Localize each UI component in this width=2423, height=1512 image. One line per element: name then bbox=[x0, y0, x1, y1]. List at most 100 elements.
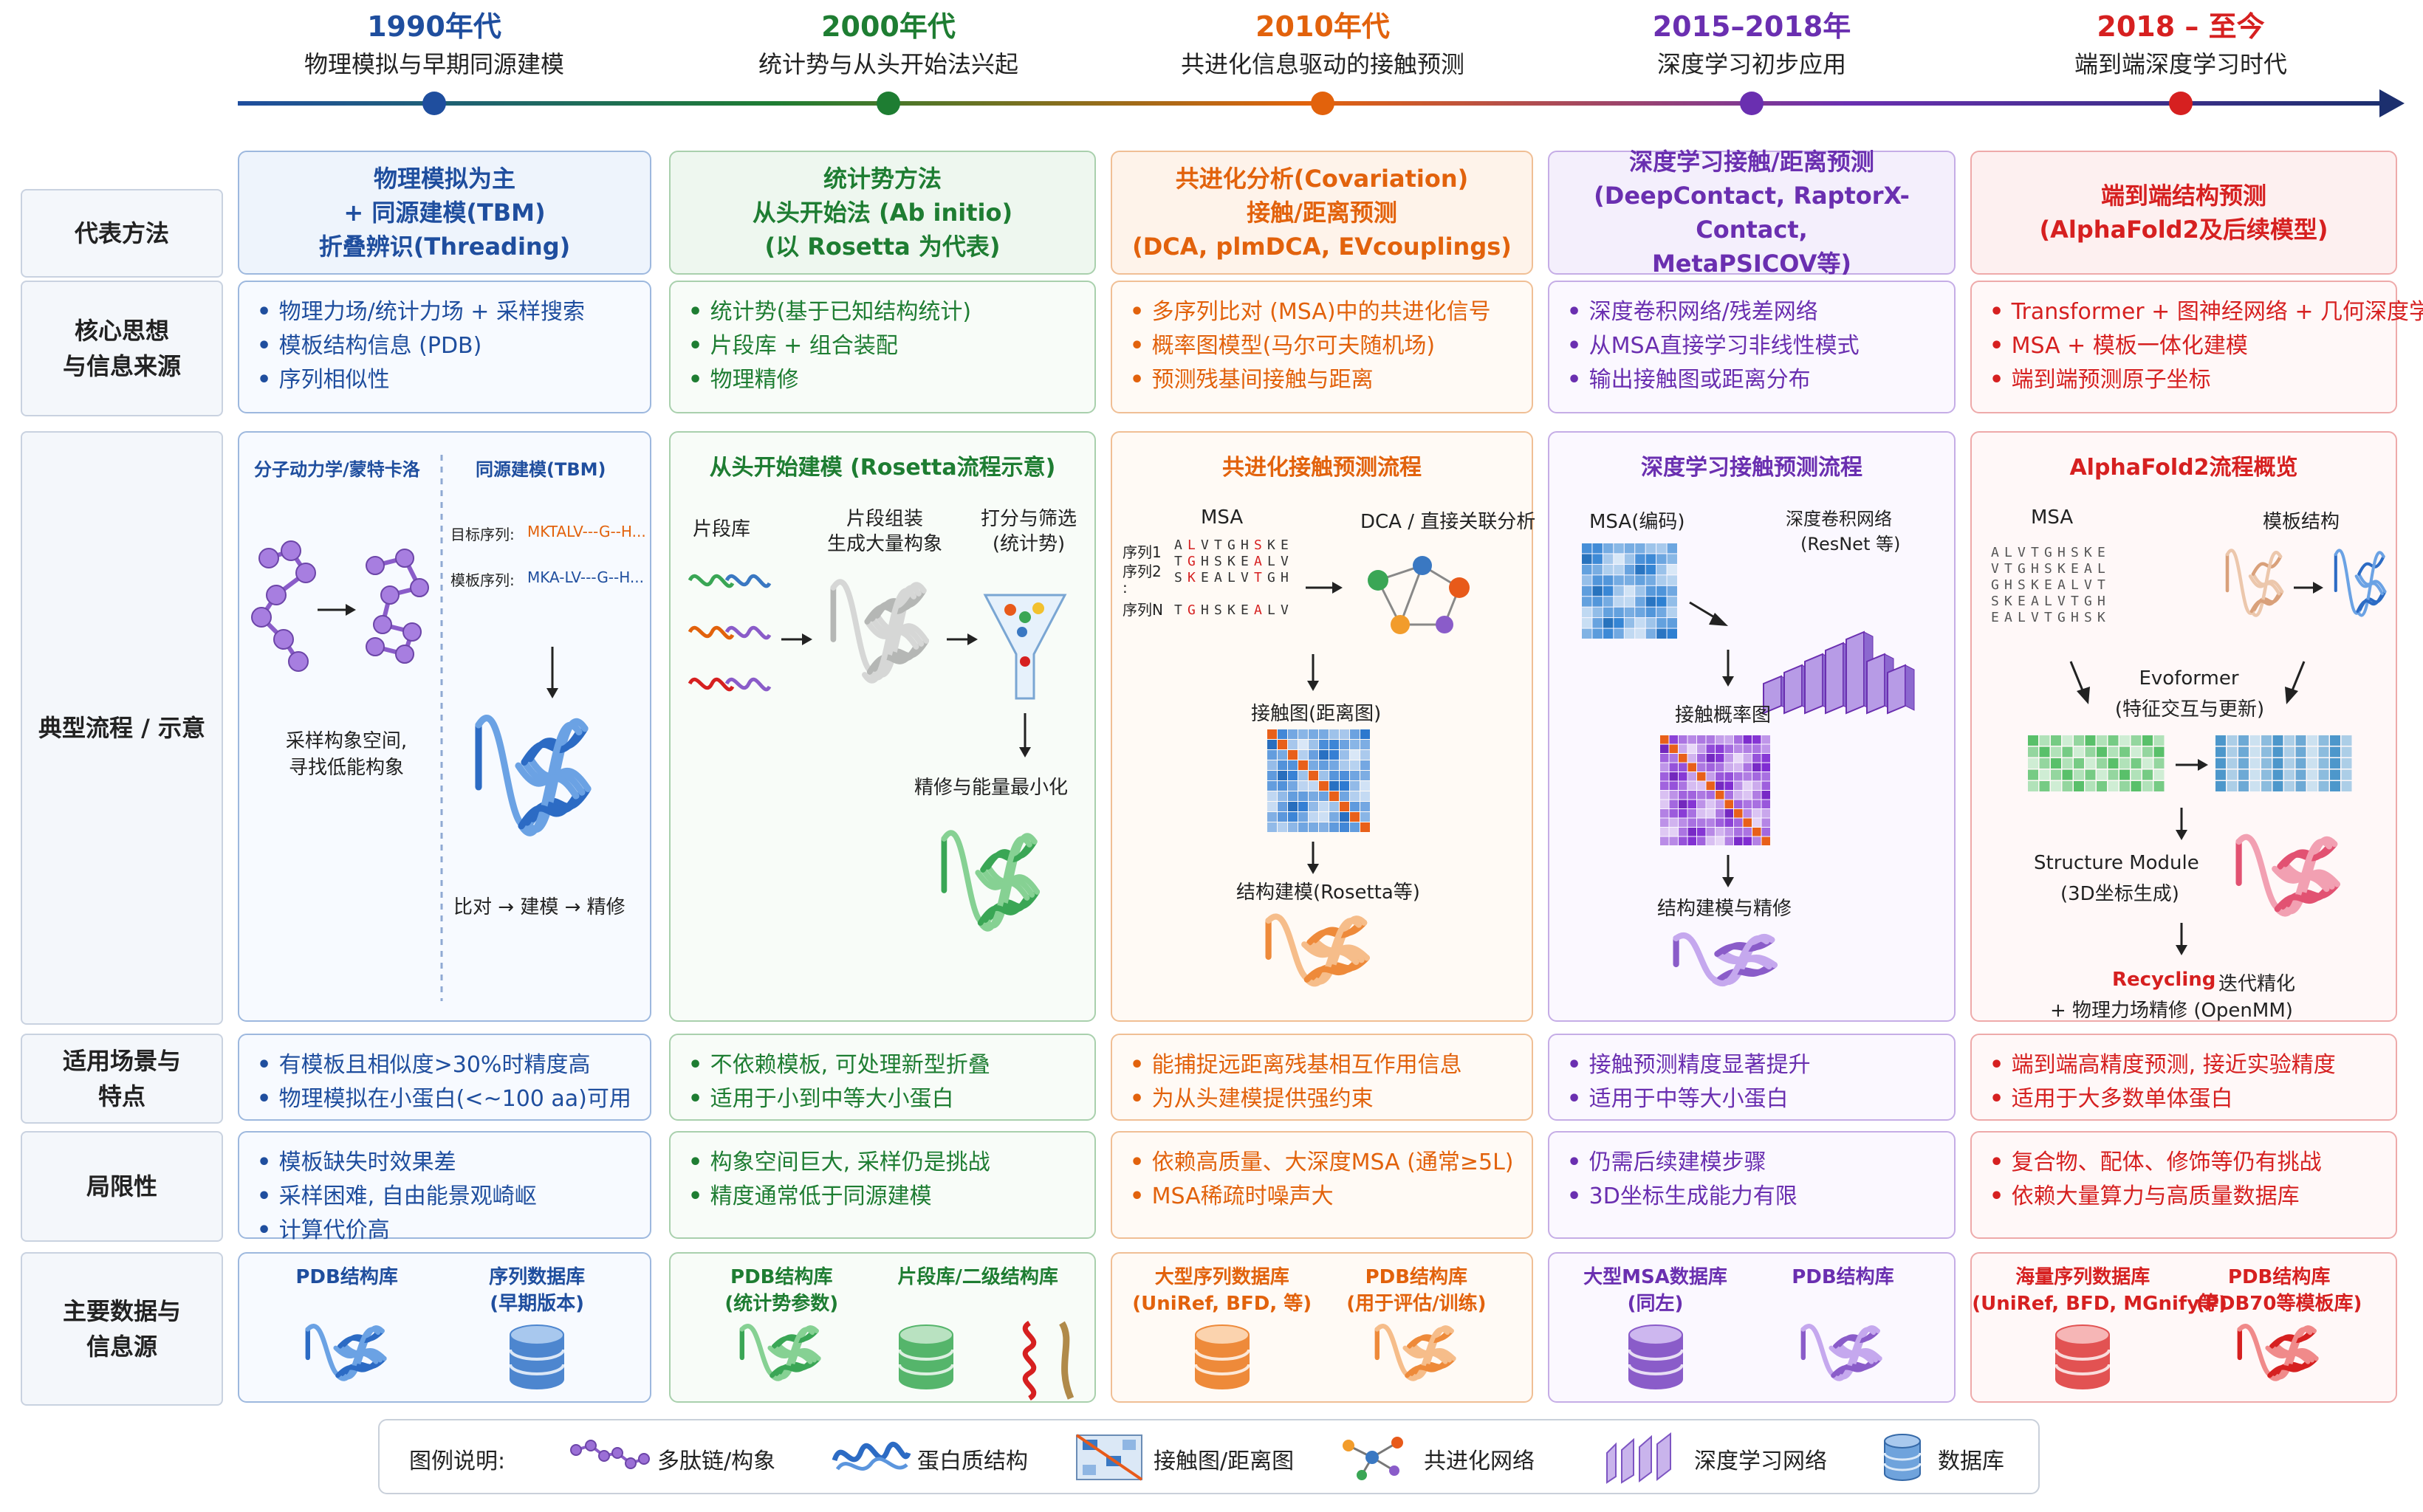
strand-icon bbox=[1059, 1321, 1075, 1400]
msa-label: MSA bbox=[1201, 506, 1244, 529]
svg-text:S: S bbox=[2084, 610, 2092, 625]
flow-title: 深度学习接触预测流程 bbox=[1641, 455, 1862, 481]
method-line: 深度学习接触/距离预测 bbox=[1629, 148, 1874, 176]
data-source-sub: (同左) bbox=[1627, 1293, 1684, 1315]
svg-text:A: A bbox=[2004, 610, 2012, 625]
arrow-down-icon bbox=[1722, 855, 1734, 887]
data-source-label: 大型序列数据库 bbox=[1154, 1266, 1289, 1288]
md-caption-2: 寻找低能构象 bbox=[288, 757, 404, 779]
svg-text:A: A bbox=[1214, 570, 1222, 585]
era-year: 1990年代 bbox=[367, 10, 501, 43]
limits-bullet: 构象空间巨大, 采样仍是挑战 bbox=[688, 1146, 1094, 1180]
svg-text:E: E bbox=[2018, 594, 2026, 609]
template-seq: MKA-LV---G--H... bbox=[527, 568, 645, 586]
arrow-down-icon bbox=[1307, 842, 1319, 874]
method-line: 接触/距离预测 bbox=[1247, 199, 1397, 227]
svg-text:E: E bbox=[1281, 537, 1289, 553]
deep-network-icon bbox=[1606, 1432, 1671, 1484]
cell-scenario: 接触预测精度显著提升适用于中等大小蛋白 bbox=[1548, 1034, 1956, 1121]
svg-text:V: V bbox=[1281, 554, 1289, 569]
helix-icon bbox=[1022, 1321, 1037, 1401]
evoformer-label-2: (特征交互与更新) bbox=[2114, 698, 2265, 721]
database-icon bbox=[1627, 1324, 1684, 1389]
core-bullet: 物理力场/统计力场 + 采样搜索 bbox=[257, 295, 650, 329]
cell-scenario: 能捕捉远距离残基相互作用信息为从头建模提供强约束 bbox=[1111, 1034, 1533, 1121]
cell-data: PDB结构库 (统计势参数)片段库/二级结构库 bbox=[669, 1252, 1096, 1403]
protein-structure-icon bbox=[739, 1324, 821, 1381]
data-source-sub: (UniRef, BFD, 等) bbox=[1132, 1293, 1312, 1315]
protein-structure-icon bbox=[941, 830, 1041, 932]
svg-text:K: K bbox=[2097, 610, 2105, 625]
svg-text:H: H bbox=[2057, 545, 2066, 560]
cell-limits: 模板缺失时效果差采样困难, 自由能景观崎岖计算代价高 bbox=[238, 1131, 651, 1243]
cell-scenario: 不依赖模板, 可处理新型折叠适用于小到中等大小蛋白 bbox=[669, 1034, 1096, 1121]
pair-representation-grid bbox=[2215, 735, 2352, 791]
prob-label: 接触概率图 bbox=[1675, 704, 1772, 726]
row-label-core: 核心思想 与信息来源 bbox=[21, 281, 223, 416]
seq-label: 序列N bbox=[1123, 601, 1163, 619]
svg-text:A: A bbox=[1254, 602, 1262, 618]
method-line: 物理模拟为主 bbox=[373, 165, 515, 193]
core-bullet: 统计势(基于已知结构统计) bbox=[688, 295, 1094, 329]
era-3: 2015–2018年 深度学习初步应用 bbox=[1545, 7, 1958, 81]
era-subtitle: 统计势与从头开始法兴起 bbox=[758, 50, 1018, 78]
scenario-bullet: 物理模拟在小蛋白(<~100 aa)可用 bbox=[257, 1082, 650, 1116]
svg-text:A: A bbox=[2057, 577, 2066, 593]
svg-text:A: A bbox=[1254, 554, 1262, 569]
assembly-label-2: 生成大量构象 bbox=[826, 533, 942, 555]
scenario-bullet: 不依赖模板, 可处理新型折叠 bbox=[688, 1048, 1094, 1082]
arrow-down-icon bbox=[546, 647, 558, 698]
era-year: 2015–2018年 bbox=[1652, 10, 1851, 43]
svg-text:L: L bbox=[2044, 594, 2052, 609]
cell-data: 大型MSA数据库 (同左) PDB结构库 bbox=[1548, 1252, 1956, 1403]
cell-core: 多序列比对 (MSA)中的共进化信号概率图模型(马尔可夫随机场)预测残基间接触与… bbox=[1111, 281, 1533, 413]
folded-chain-icon bbox=[366, 549, 429, 664]
svg-text:G: G bbox=[2084, 594, 2092, 609]
arrow-down-icon bbox=[2176, 923, 2187, 955]
cell-data: 大型序列数据库 (UniRef, BFD, 等) PDB结构库 (用于评估/训练… bbox=[1111, 1252, 1533, 1403]
scenario-bullet: 接触预测精度显著提升 bbox=[1567, 1048, 1954, 1082]
core-bullet: 片段库 + 组合装配 bbox=[688, 329, 1094, 363]
svg-text:A: A bbox=[1991, 545, 1999, 560]
core-bullet: 预测残基间接触与距离 bbox=[1130, 363, 1532, 397]
cell-core: 物理力场/统计力场 + 采样搜索模板结构信息 (PDB)序列相似性 bbox=[238, 281, 651, 413]
tbm-pipeline: 比对 → 建模 → 精修 bbox=[453, 896, 626, 918]
net-label-2: (ResNet 等) bbox=[1800, 534, 1901, 554]
cell-flow: 从头开始建模 (Rosetta流程示意) 片段库 片段组装 生成大量构象 打分与… bbox=[669, 431, 1096, 1022]
svg-text:L: L bbox=[1267, 602, 1275, 618]
method-line: (AlphaFold2及后续模型) bbox=[2039, 216, 2328, 244]
svg-text:H: H bbox=[2071, 610, 2079, 625]
svg-text:E: E bbox=[1241, 602, 1249, 618]
svg-text:H: H bbox=[1281, 570, 1289, 585]
arrow-icon bbox=[2285, 661, 2306, 704]
svg-text:G: G bbox=[1991, 577, 1999, 593]
cell-core: 统计势(基于已知结构统计)片段库 + 组合装配物理精修 bbox=[669, 281, 1096, 413]
method-line: (DCA, plmDCA, EVcouplings) bbox=[1132, 233, 1512, 261]
md-caption-1: 采样构象空间, bbox=[285, 730, 408, 752]
svg-text:T: T bbox=[1174, 554, 1182, 569]
limits-bullet: 模板缺失时效果差 bbox=[257, 1146, 650, 1180]
method-line: (DeepContact, RaptorX-Contact, bbox=[1594, 182, 1910, 244]
svg-text:L: L bbox=[2097, 561, 2105, 577]
svg-text:L: L bbox=[1187, 537, 1196, 553]
coevolution-network-icon bbox=[1343, 1437, 1403, 1480]
method-line: 共进化分析(Covariation) bbox=[1175, 165, 1469, 193]
cell-methods: 统计势方法从头开始法 (Ab initio)(以 Rosetta 为代表) bbox=[669, 151, 1096, 275]
row-label-scenario: 适用场景与 特点 bbox=[21, 1034, 223, 1124]
svg-text:K: K bbox=[1227, 554, 1236, 569]
svg-text:V: V bbox=[2057, 594, 2066, 609]
limits-bullet: 计算代价高 bbox=[257, 1214, 650, 1248]
database-icon bbox=[2054, 1324, 2111, 1389]
cell-core: Transformer + 图神经网络 + 几何深度学习MSA + 模板一体化建… bbox=[1970, 281, 2423, 413]
limits-bullet: 复合物、配体、修饰等仍有挑战 bbox=[1990, 1146, 2396, 1180]
protein-structure-icon bbox=[1374, 1324, 1456, 1381]
protein-structure-icon bbox=[1673, 932, 1778, 986]
row-label-flow: 典型流程 / 示意 bbox=[21, 431, 223, 1025]
database-icon bbox=[898, 1324, 955, 1389]
svg-text:L: L bbox=[1227, 570, 1236, 585]
svg-text:T: T bbox=[2097, 577, 2105, 593]
protein-structure-icon bbox=[1265, 913, 1370, 987]
core-bullet: Transformer + 图神经网络 + 几何深度学习 bbox=[1990, 295, 2423, 329]
core-bullet: 输出接触图或距离分布 bbox=[1567, 363, 1954, 397]
funnel-icon bbox=[983, 594, 1067, 700]
